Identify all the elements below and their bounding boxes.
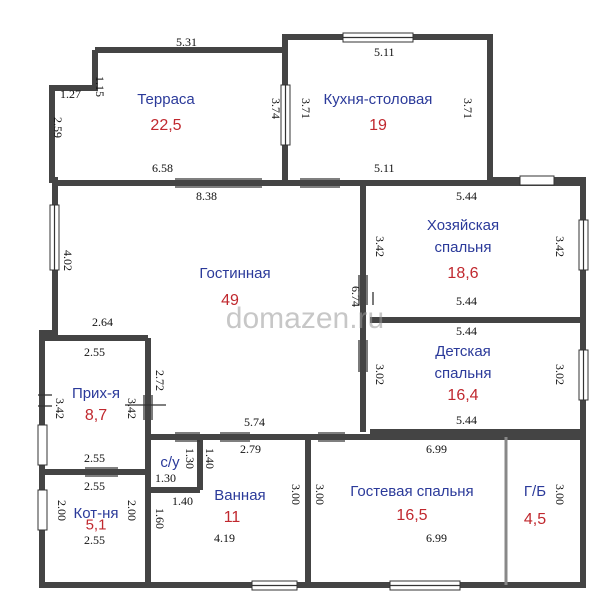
room-master-name-2: спальня xyxy=(435,239,492,256)
dim-terrace-left-c: 2.59 xyxy=(51,117,65,138)
dim-terrace-top: 5.31 xyxy=(176,35,197,49)
room-bath-name: Ванная xyxy=(214,487,265,504)
dim-boiler-left: 2.00 xyxy=(55,500,69,521)
dim-bath-right: 3.00 xyxy=(289,484,303,505)
room-gb-area: 4,5 xyxy=(524,511,546,528)
dim-terrace-right: 3.74 xyxy=(269,98,283,119)
dim-hall-bottom: 2.55 xyxy=(84,451,105,465)
dim-kids-bottom: 5.44 xyxy=(456,413,477,427)
room-master-area: 18,6 xyxy=(447,265,478,282)
dimensions: 5.31 1.15 1.27 2.59 3.74 6.58 5.11 3.71 … xyxy=(51,35,567,547)
room-terrace-name: Терраса xyxy=(137,91,195,108)
room-labels: Терраса 22,5 Кухня-столовая 19 Хозяйская… xyxy=(72,91,546,534)
room-kitchen-name: Кухня-столовая xyxy=(324,91,433,108)
room-guest-name: Гостевая спальня xyxy=(350,483,473,500)
room-hall-area: 8,7 xyxy=(85,407,107,424)
dim-bath-left-a: 1.40 xyxy=(172,494,193,508)
dim-kids-top: 5.44 xyxy=(456,324,477,338)
room-boiler-name: Кот-ня xyxy=(73,505,118,522)
dim-guest-top: 6.99 xyxy=(426,442,447,456)
dim-master-bottom: 5.44 xyxy=(456,294,477,308)
room-kids-name-2: спальня xyxy=(435,365,492,382)
dim-master-right: 3.42 xyxy=(553,236,567,257)
room-guest-area: 16,5 xyxy=(396,507,427,524)
dim-boiler-right: 2.00 xyxy=(125,500,139,521)
dim-kids-left: 3.02 xyxy=(373,364,387,385)
room-kids-area: 16,4 xyxy=(447,387,478,404)
dim-terrace-bottom: 6.58 xyxy=(152,161,173,175)
dim-kitchen-right: 3.71 xyxy=(461,98,475,119)
room-hall-name: Прих-я xyxy=(72,385,120,402)
dim-bath-bottom: 4.19 xyxy=(214,531,235,545)
dim-guest-right: 3.00 xyxy=(553,484,567,505)
dim-guest-left: 3.00 xyxy=(313,484,327,505)
dim-guest-bottom: 6.99 xyxy=(426,531,447,545)
dim-bath-left-b: 1.60 xyxy=(153,508,167,529)
dim-boiler-top: 2.55 xyxy=(84,479,105,493)
dim-kitchen-left: 3.71 xyxy=(299,98,313,119)
dim-living-top: 8.38 xyxy=(196,189,217,203)
dim-wc-bottom: 1.30 xyxy=(155,471,176,485)
dim-terrace-left-a: 1.15 xyxy=(93,76,107,97)
walls xyxy=(39,34,586,588)
doors xyxy=(38,178,374,477)
dim-wc-left2: 1.40 xyxy=(203,448,217,469)
dim-living-right: 6.74 xyxy=(349,286,363,307)
room-master-name-1: Хозяйская xyxy=(427,217,499,234)
dim-kitchen-bottom: 5.11 xyxy=(374,161,395,175)
room-living-area: 49 xyxy=(221,292,239,309)
dim-hall-top: 2.55 xyxy=(84,345,105,359)
dim-living-left: 4.02 xyxy=(61,250,75,271)
dim-hall-right: 3.42 xyxy=(125,398,139,419)
room-gb-name: Г/Б xyxy=(524,483,546,500)
room-terrace-area: 22,5 xyxy=(150,117,181,134)
room-living-name: Гостинная xyxy=(199,265,270,282)
room-boiler-area: 5,1 xyxy=(86,517,107,534)
dim-bath-top: 2.79 xyxy=(240,442,261,456)
windows xyxy=(37,32,589,591)
room-bath-area: 11 xyxy=(224,509,241,526)
dim-master-left: 3.42 xyxy=(373,236,387,257)
dim-hall-left: 3.42 xyxy=(53,398,67,419)
dim-wc-right: 1.30 xyxy=(183,448,197,469)
dim-living-bottom-left: 2.64 xyxy=(92,315,113,329)
dim-terrace-left-b: 1.27 xyxy=(60,87,81,101)
dim-kids-right: 3.02 xyxy=(553,364,567,385)
dim-hall-right2: 2.72 xyxy=(153,370,167,391)
dim-kitchen-top: 5.11 xyxy=(374,45,395,59)
room-kitchen-area: 19 xyxy=(369,117,387,134)
room-kids-name-1: Детская xyxy=(435,343,491,360)
dim-boiler-bottom: 2.55 xyxy=(84,533,105,547)
dim-master-top: 5.44 xyxy=(456,189,477,203)
watermark: domazen.ru xyxy=(226,302,384,335)
room-wc-name: с/у xyxy=(160,454,180,471)
dim-living-bottom-right: 5.74 xyxy=(244,415,265,429)
